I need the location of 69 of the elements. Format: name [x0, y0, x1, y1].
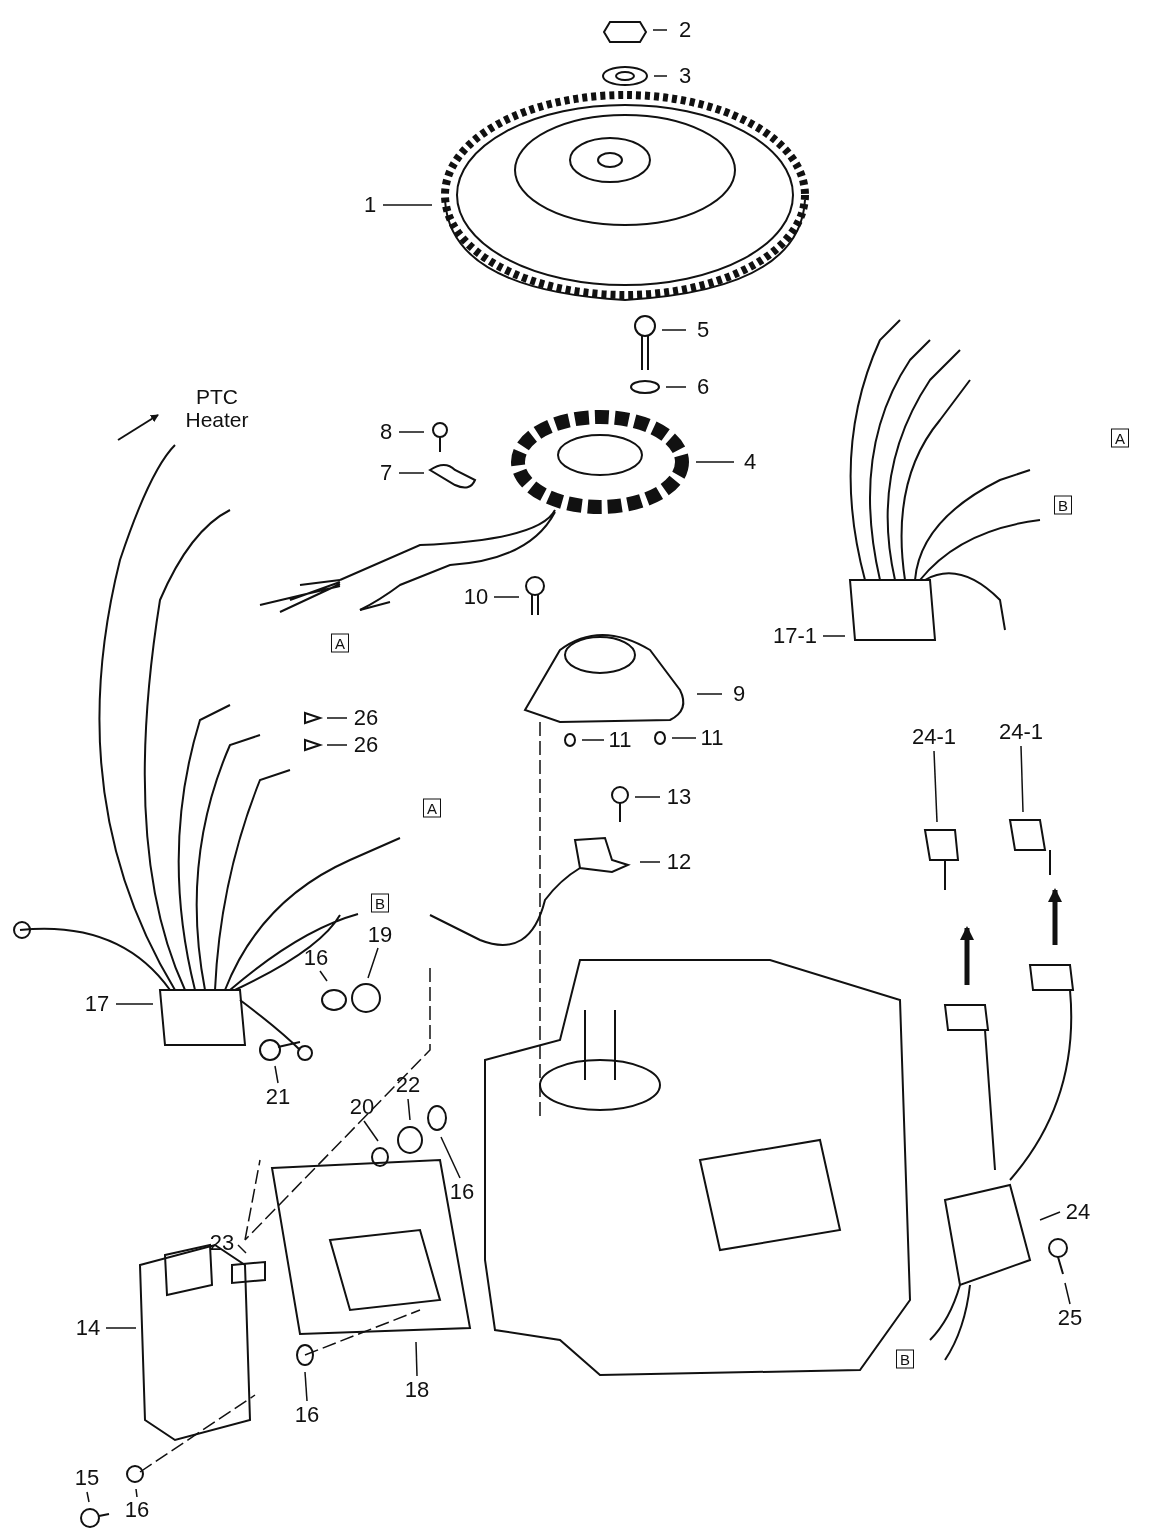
leader-line: [415, 1341, 418, 1377]
callout-number: 8: [379, 420, 393, 444]
leader-line: [326, 744, 348, 746]
callout-number: 23: [209, 1231, 235, 1255]
leader-line: [440, 1136, 461, 1179]
callout-number: 16: [449, 1180, 475, 1204]
leader-line: [1064, 1282, 1071, 1305]
callout-number: 22: [395, 1073, 421, 1097]
callout-number: 21: [265, 1085, 291, 1109]
leader-line: [661, 329, 687, 331]
leader-line: [274, 1065, 279, 1084]
callout-number: 15: [74, 1466, 100, 1490]
leader-line: [326, 717, 348, 719]
leader-line: [367, 947, 379, 979]
leader-line: [382, 204, 433, 206]
leader-line: [398, 472, 425, 474]
callout-number: 24-1: [912, 725, 956, 749]
callout-number: 16: [124, 1498, 150, 1522]
leader-line: [665, 386, 687, 388]
callout-number: 2: [678, 18, 692, 42]
callout-number: 6: [696, 375, 710, 399]
leader-line: [304, 1371, 308, 1402]
callout-number: 16: [303, 946, 329, 970]
leader-line: [696, 693, 723, 695]
leader-line: [653, 75, 668, 77]
leader-line: [671, 737, 697, 739]
leader-line: [398, 431, 425, 433]
callout-number: 18: [404, 1378, 430, 1402]
leader-line: [1020, 745, 1024, 813]
leader-line: [363, 1120, 379, 1142]
callout-number: 14: [75, 1316, 101, 1340]
callout-number: 16: [294, 1403, 320, 1427]
leader-line: [652, 29, 668, 31]
leader-line: [407, 1098, 411, 1121]
callout-number: 26: [353, 733, 379, 757]
callout-number: 3: [678, 64, 692, 88]
leader-line: [135, 1488, 138, 1498]
leader-line: [933, 750, 938, 823]
leader-line: [493, 596, 520, 598]
callout-number: 1: [363, 193, 377, 217]
leader-line: [1039, 1211, 1061, 1221]
callout-number: 11: [608, 728, 632, 752]
callout-number: 9: [732, 682, 746, 706]
leader-line: [822, 635, 846, 637]
callout-number: 13: [666, 785, 692, 809]
callout-number: 17: [84, 992, 110, 1016]
leader-line: [581, 739, 605, 741]
callout-number: 17-1: [773, 624, 817, 648]
callout-number: 19: [367, 923, 393, 947]
callout-number: 7: [379, 461, 393, 485]
callout-number: 24-1: [999, 720, 1043, 744]
callout-number: 26: [353, 706, 379, 730]
leader-line: [105, 1327, 137, 1329]
callout-number: 11: [700, 726, 724, 750]
callout-number: 24: [1065, 1200, 1091, 1224]
leader-line: [634, 796, 661, 798]
note-text: PTC Heater: [184, 385, 250, 431]
leader-line: [115, 1003, 154, 1005]
leader-line: [695, 461, 735, 463]
leader-line: [319, 970, 328, 982]
callout-number: 4: [743, 450, 757, 474]
callout-number: 20: [349, 1095, 375, 1119]
callout-number: 5: [696, 318, 710, 342]
callout-number: 12: [666, 850, 692, 874]
leader-line: [639, 861, 661, 863]
callout-number: 25: [1057, 1306, 1083, 1330]
callout-number: 10: [463, 585, 489, 609]
leader-line: [86, 1491, 90, 1503]
leader-line: [237, 1244, 247, 1254]
